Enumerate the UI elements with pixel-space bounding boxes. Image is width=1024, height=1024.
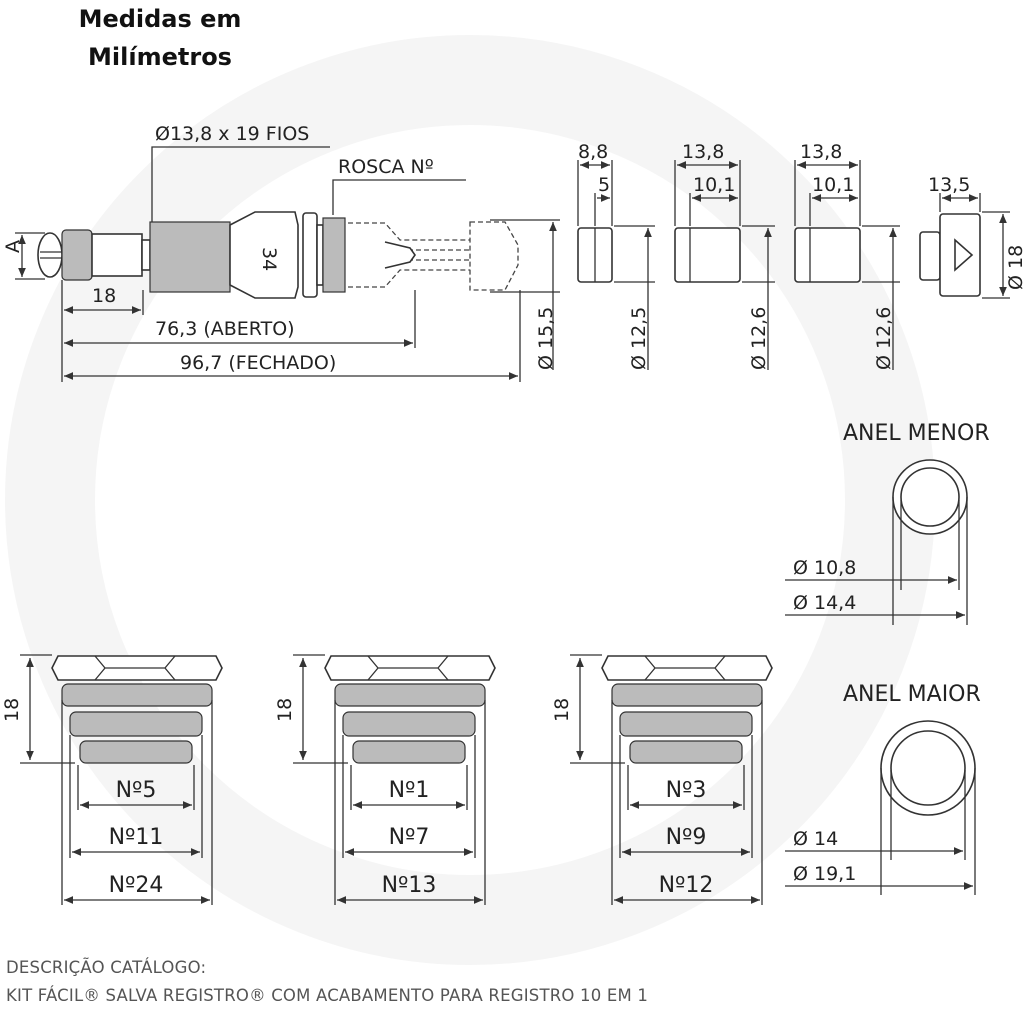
dim-open: 76,3 (ABERTO) (155, 318, 295, 340)
hex-mark: 34 (258, 247, 280, 271)
ring-outer-dim: Ø 14,4 (793, 592, 856, 614)
ring-inner-dim: Ø 10,8 (793, 557, 856, 579)
size-label: Nº11 (109, 825, 164, 850)
size-label: Nº12 (659, 873, 714, 898)
thread-label: Ø13,8 x 19 FIOS (155, 123, 309, 145)
plug-3: 18 Nº3 Nº9 Nº12 (551, 654, 773, 905)
dim-closed: 96,7 (FECHADO) (180, 352, 336, 374)
small-part-1: 8,8 5 Ø 12,5 (577, 141, 655, 370)
rosca-label: ROSCA Nº (338, 156, 434, 178)
dim: 13,8 (800, 141, 842, 163)
small-part-4: 13,5 Ø 18 (919, 174, 1024, 299)
size-label: Nº9 (666, 825, 707, 850)
small-part-2: 13,8 10,1 Ø 12,6 (674, 141, 775, 370)
ring-inner-dim: Ø 14 (793, 828, 838, 850)
ring-label: ANEL MAIOR (843, 682, 981, 707)
size-label: Nº7 (389, 825, 430, 850)
dim: 8,8 (578, 141, 608, 163)
plug-height: 18 (551, 698, 573, 722)
plug-height: 18 (274, 698, 296, 722)
small-part-3: 13,8 10,1 Ø 12,6 (794, 141, 900, 370)
dim-diameter: Ø 12,5 (628, 307, 650, 370)
size-label: Nº1 (389, 778, 430, 803)
watermark-logo (5, 35, 935, 965)
description-heading: DESCRIÇÃO CATÁLOGO: (6, 958, 207, 977)
dim-diameter: Ø 15,5 (535, 307, 557, 370)
main-dimensions: A 18 76,3 (ABERTO) 96,7 (FECHADO) Ø 15,5… (2, 123, 560, 382)
dim-18: 18 (92, 285, 116, 307)
dim: 10,1 (693, 174, 735, 196)
size-label: Nº3 (666, 778, 707, 803)
plug-1: 18 Nº5 Nº11 Nº24 (1, 654, 223, 905)
dim-diameter: Ø 18 (1005, 245, 1024, 290)
plug-height: 18 (1, 698, 23, 722)
title-line-2: Milímetros (88, 43, 232, 71)
ring-small: ANEL MENOR Ø 10,8 Ø 14,4 (785, 421, 990, 625)
dim-a: A (2, 240, 24, 253)
page-title: Medidas em Milímetros (40, 0, 280, 76)
dim: 5 (598, 174, 610, 196)
dim: 13,5 (928, 174, 970, 196)
title-line-1: Medidas em (78, 5, 242, 33)
main-valve-part: 34 (37, 211, 519, 299)
size-label: Nº24 (109, 873, 164, 898)
ring-large: ANEL MAIOR Ø 14 Ø 19,1 (785, 682, 981, 895)
dim: 10,1 (812, 174, 854, 196)
ring-outer-dim: Ø 19,1 (793, 863, 856, 885)
plug-2: 18 Nº1 Nº7 Nº13 (274, 654, 496, 905)
size-label: Nº5 (116, 778, 157, 803)
description-text: KIT FÁCIL® SALVA REGISTRO® COM ACABAMENT… (6, 986, 649, 1005)
ring-label: ANEL MENOR (843, 421, 990, 446)
size-label: Nº13 (382, 873, 437, 898)
dim-diameter: Ø 12,6 (748, 307, 770, 370)
dim: 13,8 (682, 141, 724, 163)
dim-diameter: Ø 12,6 (873, 307, 895, 370)
